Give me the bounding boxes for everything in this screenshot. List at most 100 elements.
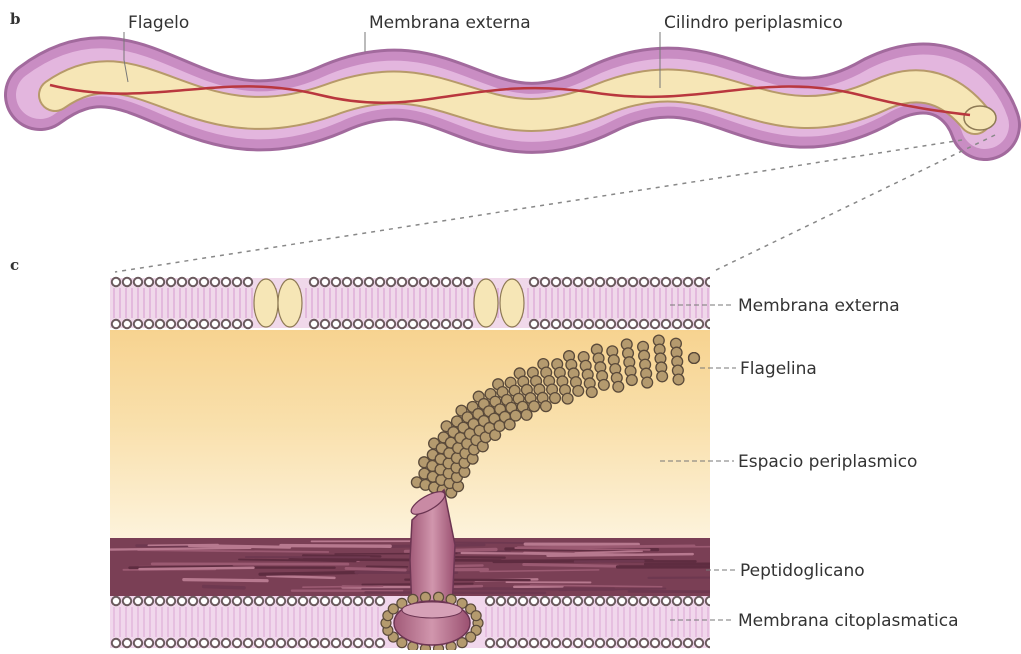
lipid-head xyxy=(684,639,692,647)
lipid-head xyxy=(563,320,571,328)
lipid-head xyxy=(299,639,307,647)
lipid-head xyxy=(310,320,318,328)
lipid-head xyxy=(145,320,153,328)
lipid-head xyxy=(706,320,714,328)
lipid-head xyxy=(211,320,219,328)
lipid-head xyxy=(618,597,626,605)
lipid-head xyxy=(288,597,296,605)
label-peptidoglicano: Peptidoglicano xyxy=(740,561,865,581)
label-espacio-periplasmico: Espacio periplasmico xyxy=(738,452,917,472)
detail-section xyxy=(110,278,807,654)
lipid-head xyxy=(497,597,505,605)
label-cilindro-periplasmico: Cilindro periplasmico xyxy=(664,13,843,33)
peptidoglycan-fiber xyxy=(455,557,505,558)
lipid-head xyxy=(431,320,439,328)
lipid-head xyxy=(684,278,692,286)
flagellin-subunit xyxy=(657,371,668,382)
lipid-head xyxy=(244,278,252,286)
lipid-head xyxy=(156,320,164,328)
peptidoglycan-fiber xyxy=(514,586,562,587)
lipid-head xyxy=(695,320,703,328)
lipid-head xyxy=(145,639,153,647)
motor-top xyxy=(402,602,462,618)
flagellin-subunit xyxy=(598,379,609,390)
lipid-head xyxy=(585,320,593,328)
lipid-head xyxy=(541,278,549,286)
lipid-head xyxy=(431,278,439,286)
lipid-head xyxy=(618,278,626,286)
lipid-head xyxy=(409,278,417,286)
lipid-head xyxy=(651,639,659,647)
lipid-head xyxy=(145,278,153,286)
zoom-line-right xyxy=(712,135,995,272)
cylinder-cut-end xyxy=(964,106,996,130)
lipid-head xyxy=(255,597,263,605)
lipid-head xyxy=(706,278,714,286)
lipid-head xyxy=(673,320,681,328)
lipid-head xyxy=(376,320,384,328)
lipid-head xyxy=(684,597,692,605)
lipid-head xyxy=(200,278,208,286)
lipid-head xyxy=(530,278,538,286)
lipid-head xyxy=(695,278,703,286)
lipid-head xyxy=(651,320,659,328)
lipid-head xyxy=(563,639,571,647)
peptidoglycan-fiber xyxy=(304,559,500,560)
lipid-head xyxy=(156,639,164,647)
lipid-head xyxy=(167,278,175,286)
lipid-head xyxy=(563,278,571,286)
lipid-head xyxy=(310,278,318,286)
lipid-head xyxy=(387,320,395,328)
lipid-head xyxy=(365,639,373,647)
peptidoglycan-fiber xyxy=(629,591,807,592)
lipid-head xyxy=(376,639,384,647)
peptidoglycan-fiber xyxy=(204,586,244,587)
peptidoglycan-fiber xyxy=(139,568,253,569)
peptidoglycan-fiber xyxy=(260,573,358,575)
lipid-head xyxy=(541,639,549,647)
lipid-head xyxy=(365,278,373,286)
lipid-head xyxy=(464,278,472,286)
outer-membrane-beads-bottom xyxy=(112,320,714,328)
lipid-head xyxy=(420,278,428,286)
lipid-head xyxy=(321,278,329,286)
flagellin-subunit xyxy=(673,374,684,385)
lipid-head xyxy=(442,320,450,328)
peptidoglycan-fiber xyxy=(184,580,267,581)
lipid-head xyxy=(134,639,142,647)
flagellin-subunit xyxy=(541,401,552,412)
lipid-head xyxy=(662,278,670,286)
lipid-head xyxy=(156,597,164,605)
porin xyxy=(278,279,302,327)
lipid-head xyxy=(222,639,230,647)
lipid-head xyxy=(508,597,516,605)
lipid-head xyxy=(640,597,648,605)
lipid-head xyxy=(497,639,505,647)
lipid-head xyxy=(530,320,538,328)
lipid-head xyxy=(519,639,527,647)
peptidoglycan-fiber xyxy=(346,568,405,570)
flagellin-subunit xyxy=(562,393,573,404)
lipid-head xyxy=(673,639,681,647)
flagellin-subunit xyxy=(529,401,540,412)
lipid-head xyxy=(310,597,318,605)
lipid-head xyxy=(189,597,197,605)
lipid-head xyxy=(200,639,208,647)
lipid-head xyxy=(310,639,318,647)
lipid-head xyxy=(695,597,703,605)
lipid-head xyxy=(552,639,560,647)
lipid-head xyxy=(288,639,296,647)
lipid-head xyxy=(651,278,659,286)
peptidoglycan-fiber xyxy=(479,593,544,594)
lipid-head xyxy=(222,278,230,286)
peptidoglycan-fiber xyxy=(189,546,289,548)
spirochete-cell xyxy=(40,72,996,130)
lipid-head xyxy=(277,639,285,647)
lipid-head xyxy=(552,320,560,328)
lipid-head xyxy=(618,320,626,328)
flagellin-subunit xyxy=(521,409,532,420)
lipid-head xyxy=(178,320,186,328)
flagellin-subunit xyxy=(642,377,653,388)
zoom-lines xyxy=(115,135,995,272)
lipid-head xyxy=(189,278,197,286)
